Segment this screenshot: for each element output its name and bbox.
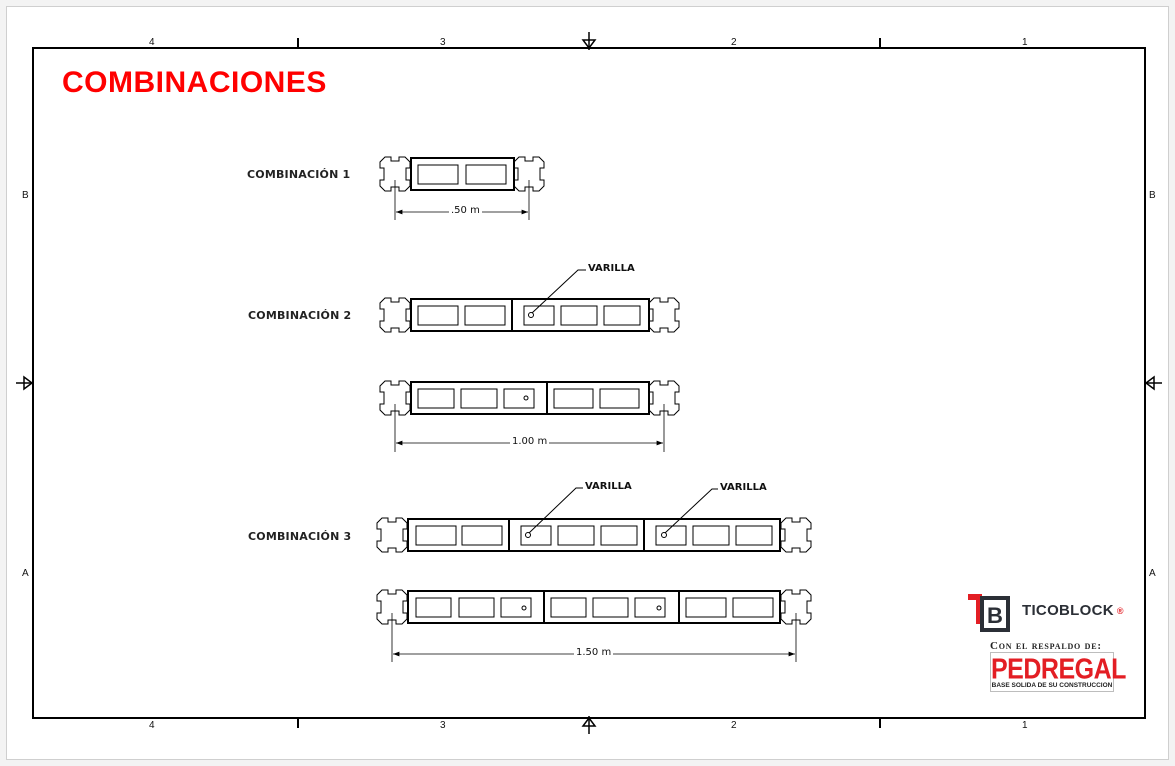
zone-column-label: 1 <box>1022 720 1028 731</box>
partner-name: PEDREGAL <box>991 653 1126 686</box>
brand-name: TICOBLOCK® <box>1022 602 1124 619</box>
svg-text:B: B <box>987 603 1003 628</box>
combination-3-label: COMBINACIÓN 3 <box>248 530 352 543</box>
ticoblock-logo-icon: B <box>968 594 1010 632</box>
dimension-label: 1.50 m <box>574 647 614 658</box>
zone-row-label: A <box>1149 568 1156 579</box>
zone-column-label: 1 <box>1022 37 1028 48</box>
centering-mark-left <box>16 375 34 391</box>
dimension-label: .50 m <box>449 205 482 216</box>
combination-1-drawing <box>379 156 545 220</box>
combination-2-label: COMBINACIÓN 2 <box>248 309 352 322</box>
zone-column-label: 4 <box>149 720 155 731</box>
centering-mark-top <box>581 32 597 50</box>
varilla-callout: VARILLA <box>720 482 767 493</box>
varilla-callout: VARILLA <box>588 263 635 274</box>
dimension-label: 1.00 m <box>510 436 550 447</box>
zone-column-label: 2 <box>731 720 737 731</box>
centering-mark-bottom <box>581 716 597 734</box>
company-logo: B TICOBLOCK® Con el respaldo de: PEDREGA… <box>968 590 1138 700</box>
zone-row-label: B <box>22 190 29 201</box>
combination-3-drawing-a <box>376 487 812 553</box>
partner-tagline: BASE SOLIDA DE SU CONSTRUCCION <box>991 682 1113 689</box>
zone-column-label: 2 <box>731 37 737 48</box>
backing-text: Con el respaldo de: <box>990 640 1102 652</box>
partner-logo: PEDREGAL BASE SOLIDA DE SU CONSTRUCCION <box>990 652 1126 692</box>
centering-mark-right <box>1144 375 1162 391</box>
zone-row-label: A <box>22 568 29 579</box>
zone-column-label: 4 <box>149 37 155 48</box>
zone-column-label: 3 <box>440 37 446 48</box>
combination-3-drawing-b <box>376 589 812 662</box>
page-title: COMBINACIONES <box>62 66 327 99</box>
zone-row-label: B <box>1149 190 1156 201</box>
combination-2-drawing-a <box>379 269 680 333</box>
combination-2-drawing-b <box>379 380 680 452</box>
varilla-callout: VARILLA <box>585 481 632 492</box>
zone-column-label: 3 <box>440 720 446 731</box>
combination-1-label: COMBINACIÓN 1 <box>247 168 351 181</box>
